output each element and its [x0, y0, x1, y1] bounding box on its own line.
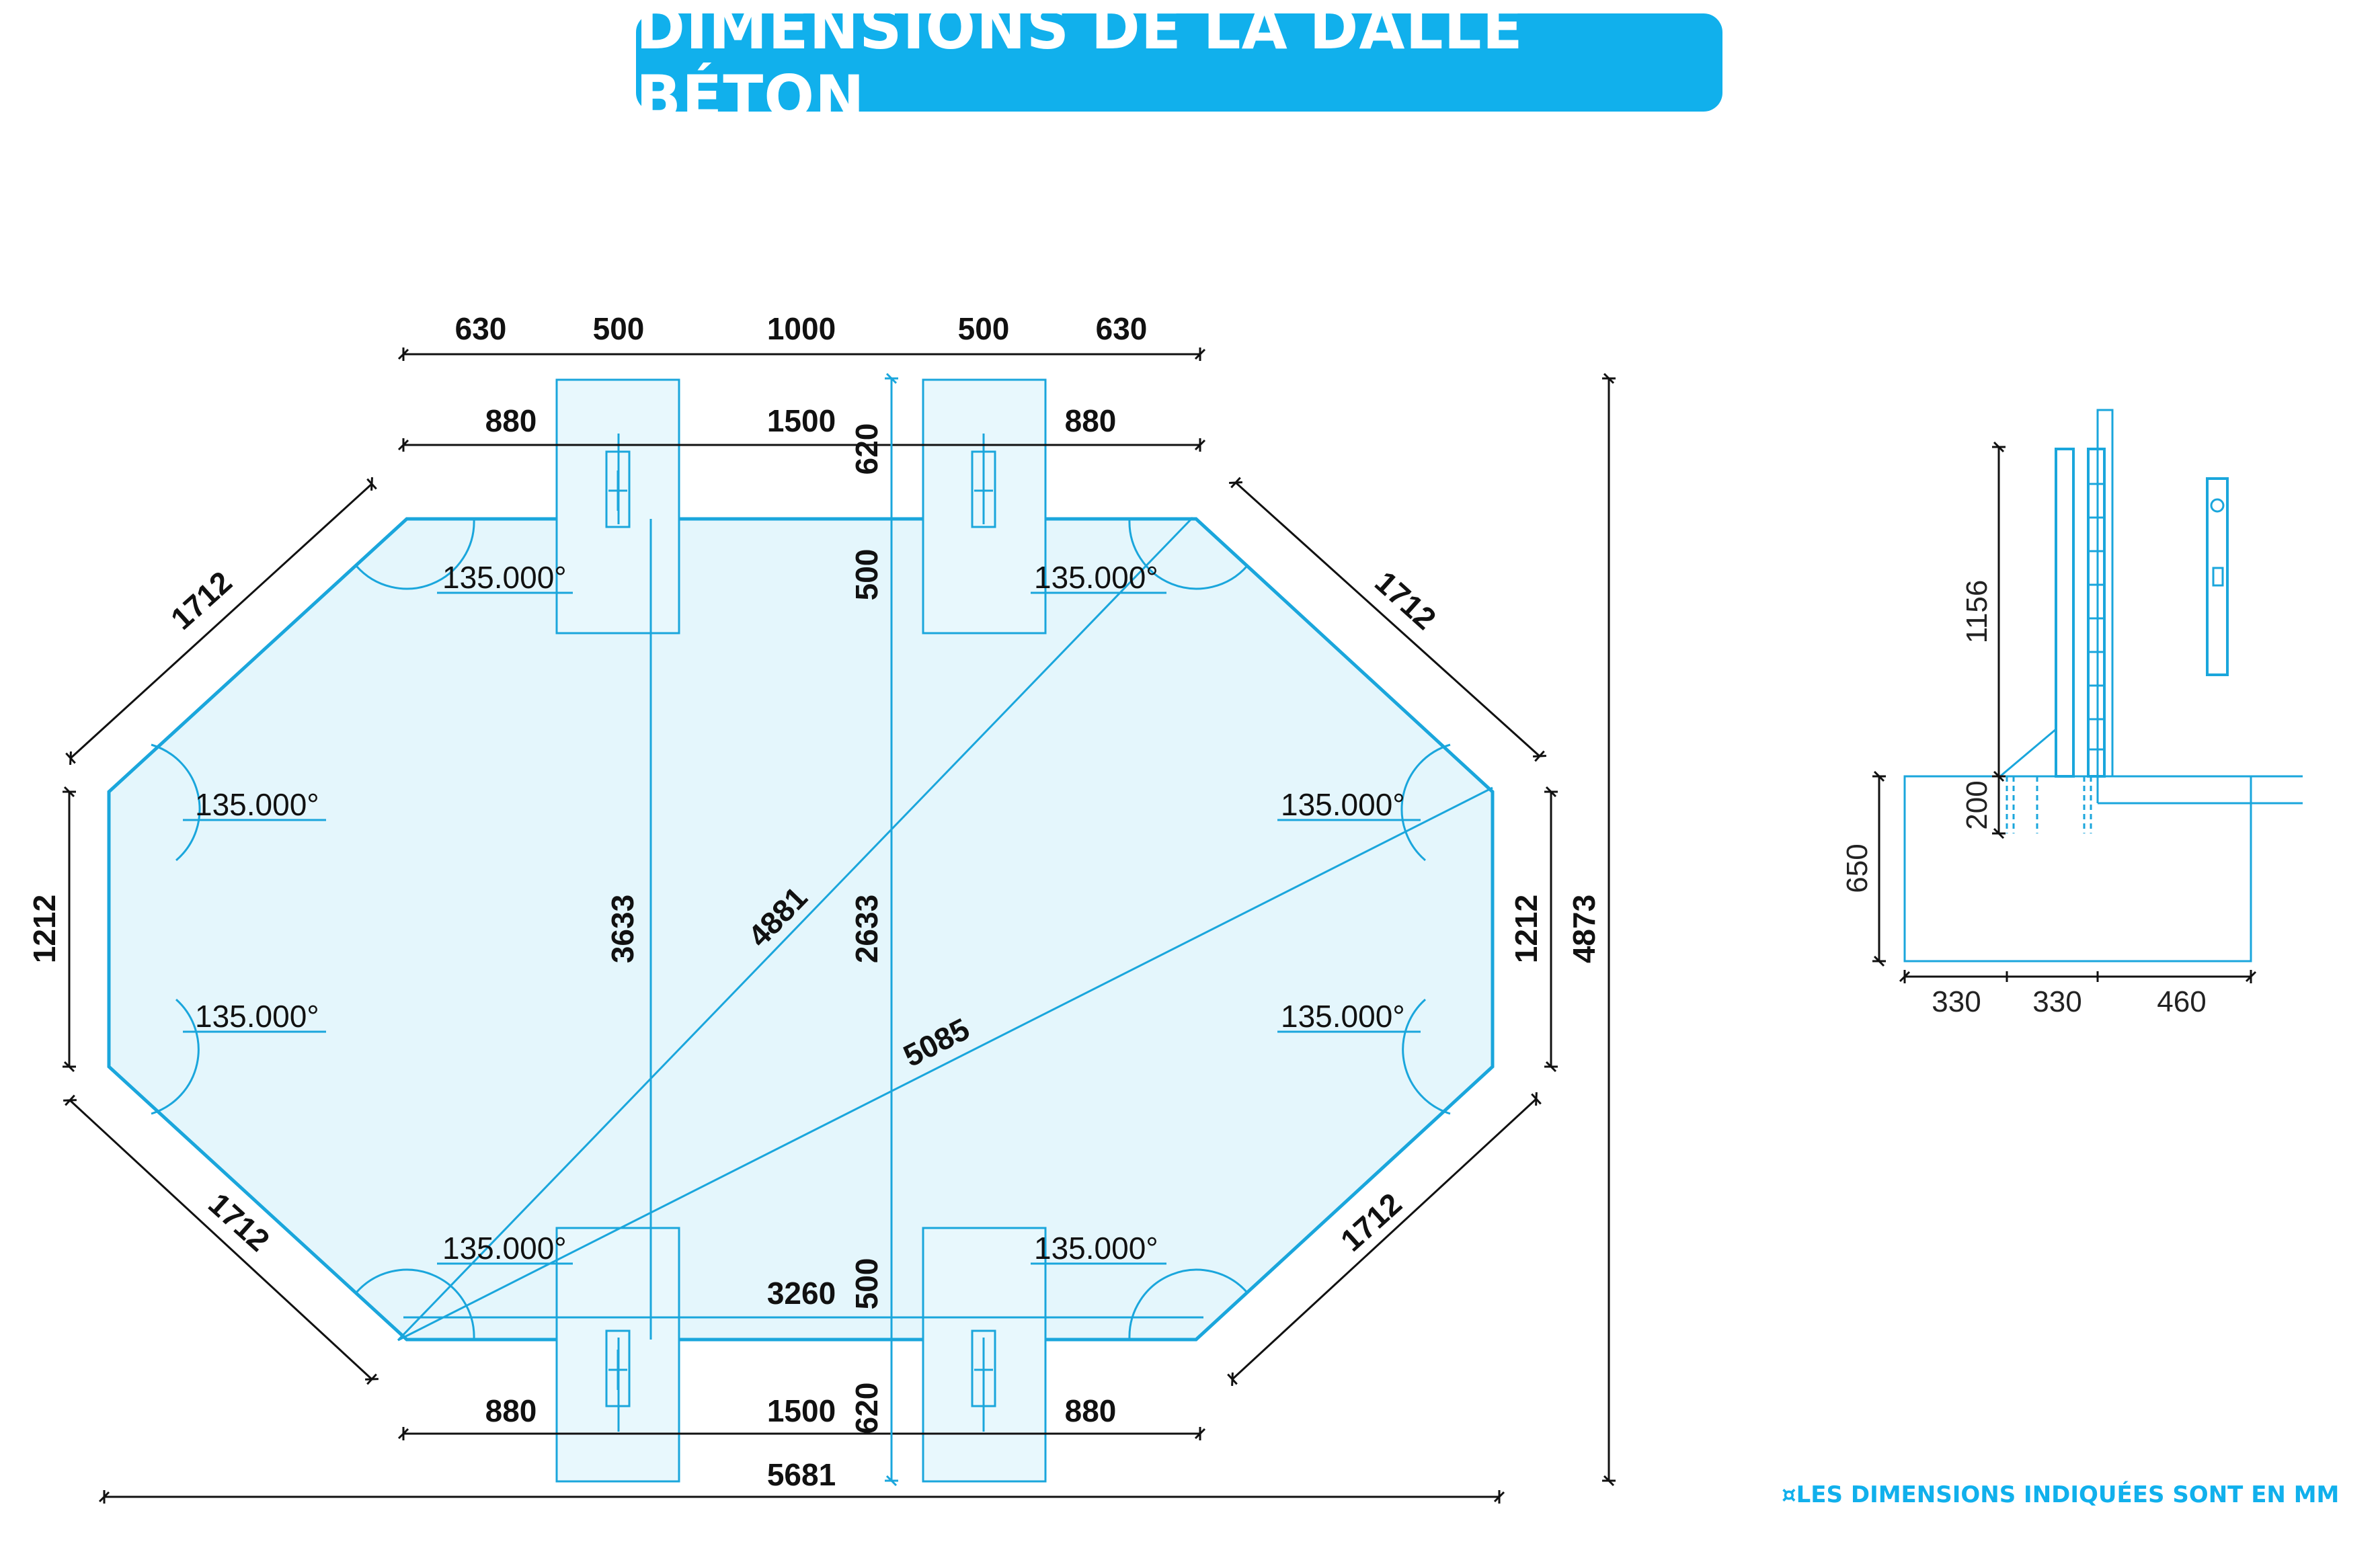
dimension-lines [63, 347, 1616, 1504]
dim-620-top: 620 [849, 423, 884, 475]
dim-1712-top-right: 1712 [1368, 565, 1443, 637]
slab-outline [107, 517, 1495, 1342]
dim-500-pad-bottom: 500 [849, 1258, 884, 1310]
bracket-detail [2206, 477, 2229, 676]
dim-4873: 4873 [1566, 895, 1601, 963]
dim-1500-bottom: 1500 [767, 1393, 836, 1428]
angle-leaders [183, 591, 1421, 1265]
dim-1156: 1156 [1960, 580, 1993, 644]
units-note: ¤LES DIMENSIONS INDIQUÉES SONT EN MM [1782, 1481, 2340, 1508]
dim-630-left: 630 [455, 311, 507, 346]
dim-3260: 3260 [767, 1276, 836, 1311]
dim-620-bottom: 620 [849, 1383, 884, 1434]
dim-330-a: 330 [1932, 985, 1981, 1018]
dim-1500-top: 1500 [767, 403, 836, 438]
page-title: DIMENSIONS DE LA DALLE BÉTON [636, 0, 1523, 132]
dim-1000: 1000 [767, 311, 836, 346]
plan-view: 630 500 1000 500 630 880 1500 880 880 15… [27, 311, 1616, 1504]
angle-bottom-left: 135.000° [442, 1231, 567, 1266]
dim-330-b: 330 [2032, 985, 2081, 1018]
angle-mid-right-upper: 135.000° [1281, 787, 1405, 822]
angle-top-right: 135.000° [1034, 560, 1158, 595]
dim-200: 200 [1960, 780, 1993, 829]
dim-650: 650 [1841, 844, 1874, 893]
dim-5681: 5681 [767, 1457, 836, 1492]
pad-top-left [555, 378, 680, 634]
title-banner: DIMENSIONS DE LA DALLE BÉTON [636, 0, 1722, 132]
dim-1212-right: 1212 [1509, 895, 1544, 963]
dim-1712-top-left: 1712 [164, 565, 239, 637]
dim-2633: 2633 [849, 895, 884, 963]
angle-mid-right-lower: 135.000° [1281, 999, 1405, 1034]
angle-mid-left-upper: 135.000° [195, 787, 319, 822]
dim-880-top-left: 880 [485, 403, 537, 438]
section-view: 1156 200 650 330 330 460 [1841, 409, 2303, 1018]
angle-mid-left-lower: 135.000° [195, 999, 319, 1034]
dim-880-top-right: 880 [1065, 403, 1117, 438]
angle-top-left: 135.000° [442, 560, 567, 595]
dim-880-bottom-right: 880 [1065, 1393, 1117, 1428]
dim-630-right: 630 [1096, 311, 1148, 346]
wall-panel [2055, 448, 2075, 778]
dim-500-pad-top: 500 [849, 549, 884, 601]
dim-3633: 3633 [605, 895, 640, 963]
dim-500-left: 500 [593, 311, 645, 346]
wall-post [2087, 448, 2106, 778]
dim-880-bottom-left: 880 [485, 1393, 537, 1428]
dim-500-right: 500 [958, 311, 1010, 346]
angle-bottom-right: 135.000° [1034, 1231, 1158, 1266]
dim-1212-left: 1212 [27, 895, 62, 963]
dim-460: 460 [2157, 985, 2206, 1018]
